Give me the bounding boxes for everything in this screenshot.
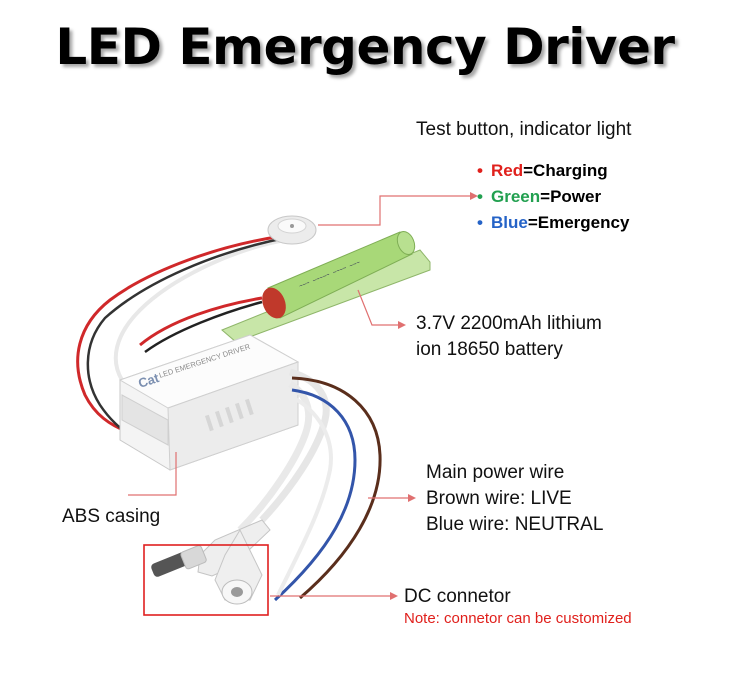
battery-label-line1: 3.7V 2200mAh lithium bbox=[416, 313, 602, 334]
dc-plug-female-icon bbox=[214, 528, 263, 605]
arrow-abs-casing bbox=[128, 452, 177, 496]
indicator-legend: • Red=Charging • Green=Power • Blue=Emergen… bbox=[477, 158, 629, 236]
battery-wire-red bbox=[139, 296, 263, 347]
arrow-test-button bbox=[318, 195, 470, 226]
brown-wire-label: Brown wire: LIVE bbox=[426, 488, 572, 509]
wire-white-3 bbox=[276, 393, 333, 596]
test-button-label: Test button, indicator light bbox=[416, 119, 632, 140]
legend-meaning: =Charging bbox=[523, 161, 608, 180]
page-title: LED Emergency Driver bbox=[55, 18, 675, 76]
legend-row-green: • Green=Power bbox=[477, 184, 629, 210]
legend-bullet: • bbox=[477, 161, 483, 180]
blue-wire-label: Blue wire: NEUTRAL bbox=[426, 514, 604, 535]
dc-connector-label: DC connetor bbox=[404, 586, 511, 607]
test-button-wire-white bbox=[113, 238, 286, 382]
driver-box: Cat LED EMERGENCY DRIVER bbox=[118, 334, 300, 471]
main-power-label: Main power wire bbox=[426, 462, 565, 483]
test-button-wire-red bbox=[76, 234, 284, 434]
legend-row-red: • Red=Charging bbox=[477, 158, 629, 184]
callout-arrows bbox=[128, 195, 470, 597]
arrowheads bbox=[390, 192, 478, 600]
legend-bullet: • bbox=[477, 187, 483, 206]
legend-color-word: Red bbox=[491, 161, 524, 180]
abs-casing-label: ABS casing bbox=[62, 506, 161, 527]
dc-connector-highlight-box bbox=[143, 544, 269, 616]
battery-wire-black bbox=[144, 300, 263, 354]
legend-row-blue: • Blue=Emergency bbox=[477, 210, 629, 236]
device-brand-print: Cat bbox=[136, 370, 161, 391]
test-button-icon bbox=[267, 215, 317, 245]
customization-note: Note: connetor can be customized bbox=[404, 610, 632, 627]
legend-color-word: Green bbox=[491, 187, 541, 206]
legend-color-word: Blue bbox=[491, 213, 528, 232]
battery-icon: ~~~ ~~~~~ ~~~~ ~~~ bbox=[262, 230, 416, 319]
test-button-wire-black bbox=[86, 236, 286, 437]
legend-bullet: • bbox=[477, 213, 483, 232]
wire-white-2 bbox=[237, 381, 313, 533]
battery-label-line2: ion 18650 battery bbox=[416, 339, 563, 360]
legend-meaning: =Power bbox=[540, 187, 602, 206]
arrow-battery bbox=[357, 289, 398, 326]
wire-blue bbox=[273, 388, 357, 602]
wire-brown bbox=[291, 376, 382, 600]
legend-meaning: =Emergency bbox=[527, 213, 630, 232]
wire-white-1 bbox=[259, 368, 330, 523]
